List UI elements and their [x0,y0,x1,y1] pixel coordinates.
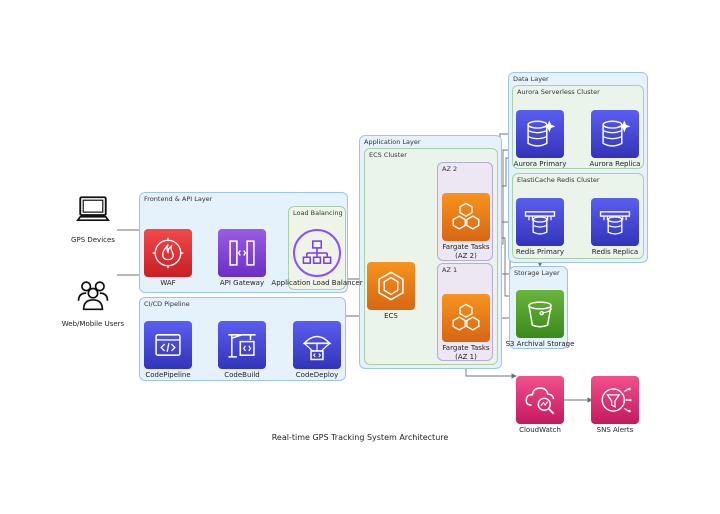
group-label: ElastiCache Redis Cluster [517,176,600,184]
group-label: AZ 1 [442,266,458,274]
bucket-icon [516,290,564,338]
database-icon [516,110,564,158]
fargate-az1-node[interactable]: Fargate Tasks (AZ 1) [418,294,514,361]
code-build-icon [218,321,266,369]
monitor-icon [69,186,117,234]
sns-icon [591,376,639,424]
api-gateway-icon [218,229,266,277]
gps-devices-node[interactable]: GPS Devices [45,186,141,245]
fargate-icon [442,294,490,342]
group-label: Aurora Serverless Cluster [517,88,600,96]
group-label: Data Layer [513,75,549,83]
group-label: Application Layer [364,138,421,146]
node-label: Web/Mobile Users [61,320,125,328]
redis-replica-node[interactable]: Redis Replica [567,198,663,257]
node-label: SNS Alerts [596,426,634,434]
diagram-title: Real-time GPS Tracking System Architectu… [271,433,449,442]
node-label: Fargate Tasks (AZ 2) [442,243,490,260]
fargate-icon [442,193,490,241]
node-label: Redis Primary [515,248,565,256]
redis-primary-node[interactable]: Redis Primary [492,198,588,257]
s3-archival-storage-node[interactable]: S3 Archival Storage [492,290,588,349]
code-pipeline-icon [144,321,192,369]
group-label: ECS Cluster [369,151,407,159]
node-label: Aurora Replica [589,160,641,168]
node-label: Application Load Balancer [271,279,363,287]
group-label: CI/CD Pipeline [144,300,190,308]
node-label: CodeBuild [224,371,260,379]
firewall-icon [144,229,192,277]
cloudwatch-icon [516,376,564,424]
fargate-az2-node[interactable]: Fargate Tasks (AZ 2) [418,193,514,260]
node-label: API Gateway [219,279,265,287]
code-deploy-icon [293,321,341,369]
ecs-node[interactable]: ECS [343,262,439,321]
aurora-replica-node[interactable]: Aurora Replica [567,110,663,169]
node-label: CodeDeploy [295,371,339,379]
node-label: CodePipeline [145,371,191,379]
group-label: AZ 2 [442,165,458,173]
load-balancer-icon [293,229,341,277]
web-mobile-users-node[interactable]: Web/Mobile Users [45,270,141,329]
cache-icon [591,198,639,246]
users-icon [69,270,117,318]
node-label: WAF [160,279,176,287]
codedeploy-node[interactable]: CodeDeploy [269,321,365,380]
cache-icon [516,198,564,246]
node-label: ECS [384,312,398,320]
group-label: Frontend & API Layer [144,195,213,203]
api-gateway-node[interactable]: API Gateway [194,229,290,288]
database-icon [591,110,639,158]
cloudwatch-node[interactable]: CloudWatch [492,376,588,435]
container-icon [367,262,415,310]
node-label: Fargate Tasks (AZ 1) [442,344,490,361]
aurora-primary-node[interactable]: Aurora Primary [492,110,588,169]
group-label: Load Balancing [293,209,343,217]
node-label: CloudWatch [519,426,561,434]
sns-alerts-node[interactable]: SNS Alerts [567,376,663,435]
codepipeline-node[interactable]: CodePipeline [120,321,216,380]
group-label: Storage Layer [514,269,560,277]
node-label: GPS Devices [71,236,115,244]
node-label: S3 Archival Storage [505,340,575,348]
node-label: Redis Replica [591,248,639,256]
waf-node[interactable]: WAF [120,229,216,288]
node-label: Aurora Primary [513,160,567,168]
application-load-balancer-node[interactable]: Application Load Balancer [269,229,365,288]
codebuild-node[interactable]: CodeBuild [194,321,290,380]
